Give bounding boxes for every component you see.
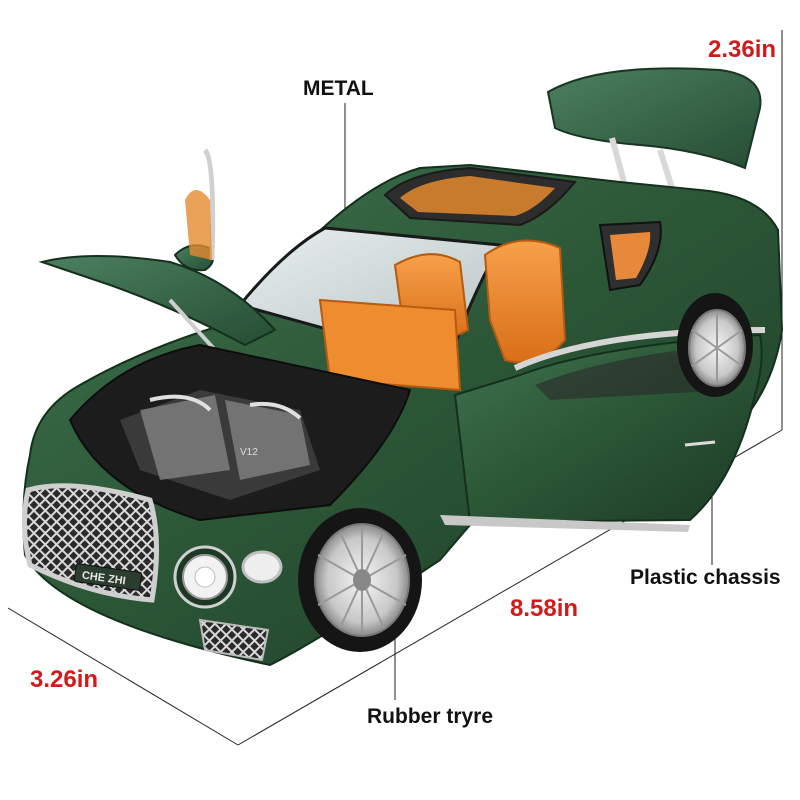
height-dimension-label: 2.36in <box>708 36 777 63</box>
headlights <box>173 545 283 609</box>
car-body <box>22 163 784 667</box>
side-sill <box>440 515 690 532</box>
plastic-chassis-label: Plastic chassis <box>630 566 781 589</box>
front-wheel <box>298 508 422 652</box>
side-mirror <box>173 148 216 272</box>
trunk-lid <box>546 67 762 189</box>
rubber-tyre-label: Rubber tryre <box>367 705 494 728</box>
rear-wheel <box>677 293 753 397</box>
engine-badge: V12 <box>240 447 258 458</box>
width-guide-line <box>7 607 239 746</box>
passenger-seat <box>483 239 567 364</box>
width-dimension-label: 3.26in <box>30 666 99 693</box>
license-plate: CHE ZHI <box>73 563 143 591</box>
engine-bay: V12 <box>68 343 412 522</box>
metal-label: METAL <box>303 77 374 100</box>
dashboard <box>318 298 462 392</box>
length-dimension-label: 8.58in <box>510 595 579 622</box>
